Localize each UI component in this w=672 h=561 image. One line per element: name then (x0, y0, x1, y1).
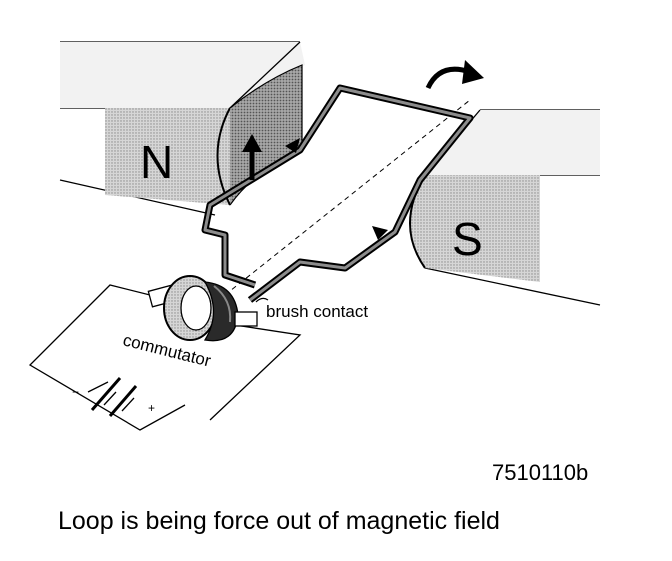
north-magnet: N (59, 41, 305, 216)
current-direction-arrow-icon (285, 138, 300, 153)
curved-rotation-arrow-icon (425, 60, 484, 90)
battery-plus-label: + (148, 401, 155, 415)
battery-icon: − + (72, 377, 155, 417)
external-circuit (28, 284, 302, 431)
brush-contact-label: brush contact (266, 302, 368, 321)
rotation-axis (224, 99, 471, 296)
commutator (147, 275, 258, 342)
battery-minus-label: − (72, 385, 79, 399)
south-pole-label: S (452, 213, 483, 265)
wire-loop (201, 84, 474, 303)
caption: Loop is being force out of magnetic fiel… (58, 507, 500, 535)
north-pole-label: N (140, 136, 173, 188)
upward-force-arrow-icon (242, 134, 262, 180)
brush-contact-pointer (255, 297, 269, 303)
south-magnet: S (409, 109, 601, 306)
right-brush (234, 311, 258, 327)
current-direction-arrow-icon (372, 226, 388, 240)
figure-id: 7510110b (492, 460, 589, 485)
